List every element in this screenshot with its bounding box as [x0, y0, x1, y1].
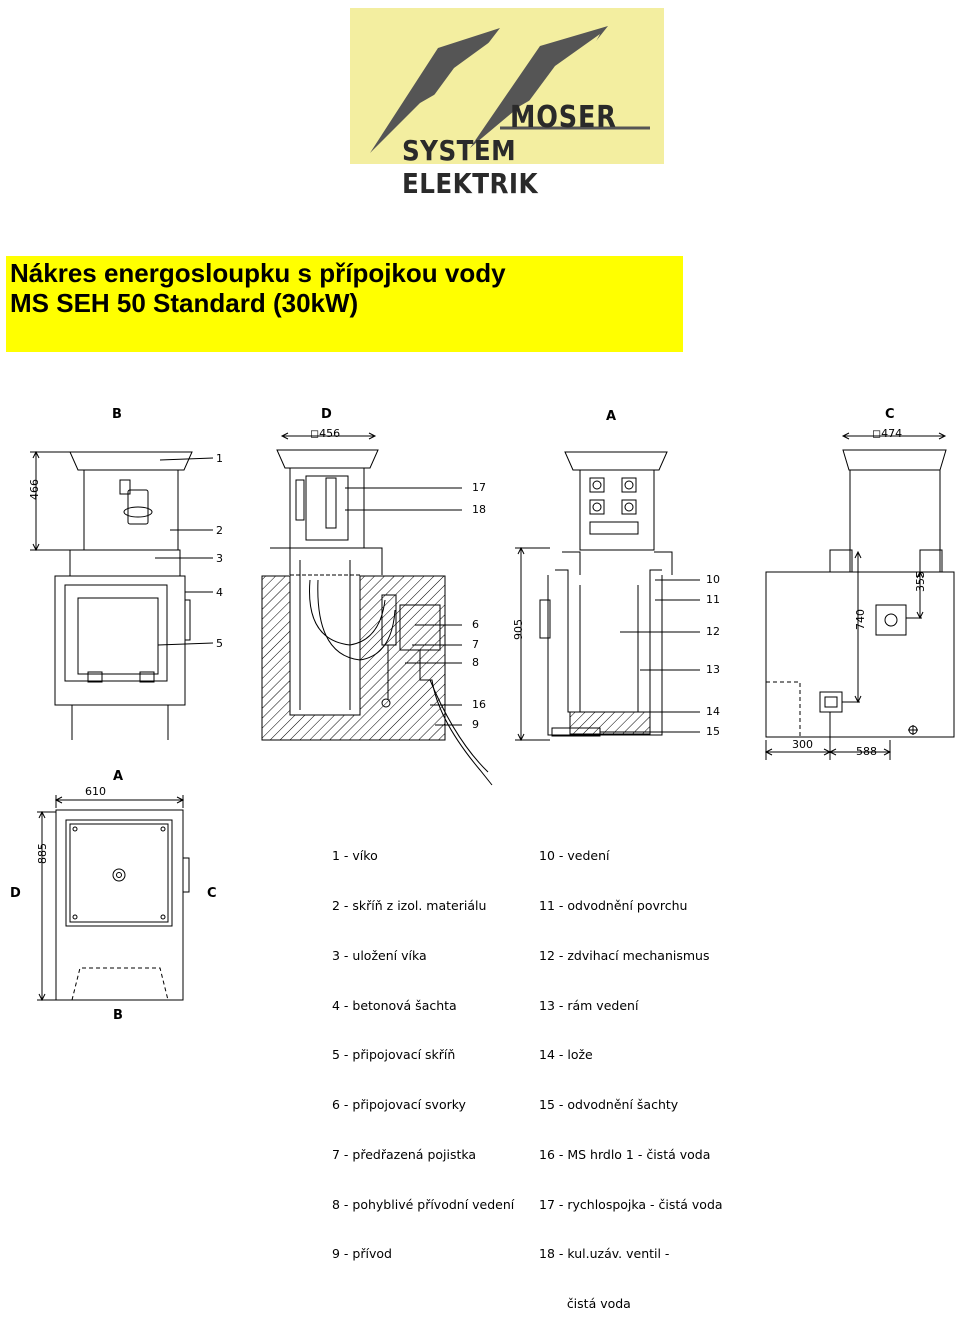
legend-item: 16 - MS hrdlo 1 - čistá voda [539, 1146, 711, 1162]
view-label-a-top: A [606, 409, 616, 424]
logo-flags-icon [370, 26, 650, 153]
view-label-b-top: B [112, 407, 122, 422]
dim-c-588: 588 [856, 745, 877, 758]
legend-left: 1 - víko 2 - skříň z izol. materiálu 3 -… [332, 815, 514, 1280]
callout-11: 11 [706, 593, 720, 606]
legend-item: 7 - předřazená pojistka [332, 1146, 477, 1162]
callout-7: 7 [472, 638, 479, 651]
legend-item: 15 - odvodnění šachty [539, 1097, 679, 1113]
dim-c-355: 355 [914, 571, 927, 592]
technical-drawing: B D A C 466 1 2 3 4 5 ◻456 [10, 407, 955, 1023]
view-label-c-plan: C [207, 886, 217, 901]
view-label-d-plan: D [10, 886, 21, 901]
dim-c-width: ◻474 [872, 427, 902, 440]
callout-10: 10 [706, 573, 720, 586]
view-label-b-plan: B [113, 1008, 123, 1023]
callout-16: 16 [472, 698, 486, 711]
dim-b-height: 466 [28, 479, 41, 500]
callout-3: 3 [216, 552, 223, 565]
view-a-section: 905 10 11 12 13 14 15 [512, 451, 720, 742]
dim-a-height: 905 [512, 619, 525, 640]
legend-item: 10 - vedení [539, 848, 610, 864]
callout-8: 8 [472, 656, 479, 669]
legend-item: 9 - přívod [332, 1246, 392, 1262]
company-logo: MOSER SYSTEM ELEKTRIK [350, 8, 664, 200]
legend-item: 12 - zdvihací mechanismus [539, 947, 710, 963]
callout-18: 18 [472, 503, 486, 516]
view-b-front: 466 1 2 3 4 5 [28, 450, 223, 740]
callout-5: 5 [216, 637, 223, 650]
page-title: Nákres energosloupku s přípojkou vody [10, 258, 506, 288]
callout-4: 4 [216, 586, 223, 599]
dim-c-300: 300 [792, 738, 813, 751]
dim-plan-height: 885 [36, 843, 49, 864]
logo-line-2: SYSTEM ELEKTRIK [402, 134, 539, 200]
callout-2: 2 [216, 524, 223, 537]
legend-item: 5 - připojovací skříň [332, 1047, 456, 1063]
legend-item: 8 - pohyblivé přívodní vedení [332, 1196, 515, 1212]
legend-item: 17 - rychlospojka - čistá voda [539, 1196, 723, 1212]
legend-item: 3 - uložení víka [332, 947, 427, 963]
legend-item: 18 - kul.uzáv. ventil - [539, 1246, 670, 1262]
callout-12: 12 [706, 625, 720, 638]
view-label-a-plan: A [113, 769, 123, 784]
callout-15: 15 [706, 725, 720, 738]
view-c-side: ◻474 740 355 300 588 [764, 427, 955, 760]
dim-d-width: ◻456 [310, 427, 340, 440]
callout-9: 9 [472, 718, 479, 731]
view-d-section: ◻456 17 18 6 7 8 16 9 [261, 427, 493, 786]
legend-item: 11 - odvodnění povrchu [539, 897, 688, 913]
legend-item: 1 - víko [332, 848, 378, 864]
callout-14: 14 [706, 705, 720, 718]
page-subtitle: MS SEH 50 Standard (30kW) [10, 288, 359, 318]
dim-plan-width: 610 [85, 785, 106, 798]
logo-line-1: MOSER [510, 100, 617, 135]
legend-item: 13 - rám vedení [539, 997, 639, 1013]
view-label-c-top: C [885, 407, 895, 422]
callout-17: 17 [472, 481, 486, 494]
view-label-d-top: D [321, 407, 332, 422]
legend-item: 2 - skříň z izol. materiálu [332, 897, 487, 913]
callout-6: 6 [472, 618, 479, 631]
legend-item: čistá voda [539, 1296, 631, 1312]
legend-item: 4 - betonová šachta [332, 997, 457, 1013]
legend-item: 6 - připojovací svorky [332, 1097, 466, 1113]
legend-item: 14 - lože [539, 1047, 593, 1063]
legend-right: 10 - vedení 11 - odvodnění povrchu 12 - … [539, 815, 723, 1329]
dim-c-740: 740 [854, 609, 867, 630]
callout-13: 13 [706, 663, 720, 676]
view-plan: A B D C 610 885 [10, 769, 217, 1023]
callout-1: 1 [216, 452, 223, 465]
title-banner: Nákres energosloupku s přípojkou vody MS… [6, 256, 683, 352]
